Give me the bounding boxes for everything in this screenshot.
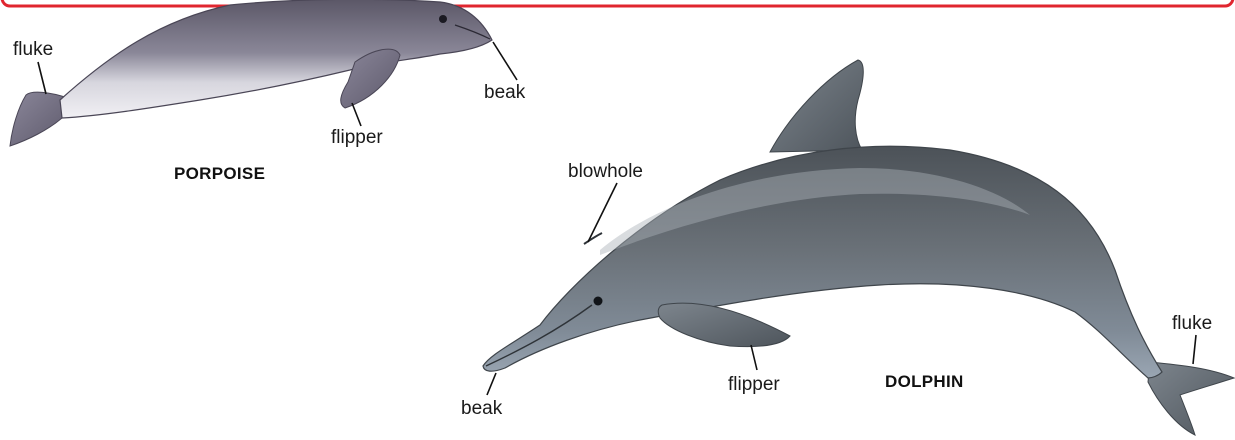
dolphin-illustration [483,60,1234,435]
porpoise-beak-leader [493,42,517,80]
dolphin-dorsal-fin-shape [770,60,863,152]
dolphin-beak-leader [487,373,496,395]
dolphin-blowhole-mark [584,233,602,244]
dolphin-flipper-shape [658,303,790,346]
porpoise-flipper-label: flipper [331,127,383,148]
porpoise-flipper-leader [352,103,361,126]
top-frame-border [2,0,1233,6]
dolphin-blowhole-leader [588,183,617,242]
dolphin-fluke-leader [1193,335,1196,364]
porpoise-beak-label: beak [484,82,526,103]
dolphin-beak-label: beak [461,398,503,419]
porpoise-fluke-label: fluke [13,39,53,60]
dolphin-blowhole-label: blowhole [568,161,643,182]
porpoise-body-shape [60,0,492,118]
porpoise-title: PORPOISE [174,164,265,183]
dolphin-eye [594,297,603,306]
dolphin-flipper-leader [751,345,757,370]
dolphin-flipper-label: flipper [728,374,780,395]
porpoise-eye [439,15,447,23]
dolphin-fluke-label: fluke [1172,313,1212,334]
dolphin-title: DOLPHIN [885,372,964,391]
porpoise-fluke-shape [10,92,68,146]
porpoise-fluke-leader [38,62,46,94]
porpoise-illustration [10,0,492,146]
